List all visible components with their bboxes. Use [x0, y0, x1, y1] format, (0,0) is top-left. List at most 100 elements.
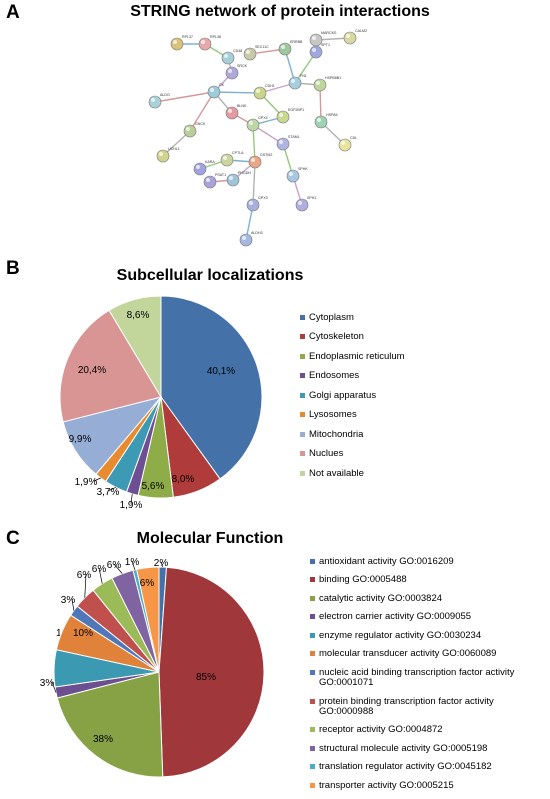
pie-slice[interactable]	[59, 309, 162, 423]
network-node-highlight	[201, 40, 205, 44]
legend-swatch	[310, 614, 315, 620]
pie-slice[interactable]	[108, 295, 162, 399]
panel-letter-c: C	[6, 528, 20, 549]
network-edge	[189, 91, 215, 132]
pie-value-label: 3%	[40, 678, 55, 689]
pie-value-label: 8,6%	[127, 310, 150, 321]
pie-slice[interactable]	[158, 566, 265, 778]
legend-label: enzyme regulator activity GO:0030234	[319, 629, 482, 641]
legend-label: Mitochondria	[309, 428, 364, 440]
network-node-label: ERRBB	[290, 40, 303, 44]
legend-swatch	[300, 451, 305, 457]
network-node-label: RPL37	[182, 35, 193, 39]
legend-swatch	[310, 595, 315, 601]
network-node-label: UCHL1	[168, 147, 180, 151]
pie-c-title: Molecular Function	[136, 530, 284, 547]
network-node-highlight	[228, 69, 232, 73]
legend-item: Lysosomes	[300, 409, 540, 421]
legend-item: translation regulator activity GO:004518…	[310, 762, 546, 772]
network-node-label: EGF2BP1	[288, 108, 304, 112]
legend-item: electron carrier activity GO:0009055	[310, 612, 546, 622]
network-node-label: SEC11C	[255, 45, 269, 49]
legend-label: protein binding transcription factor act…	[319, 695, 494, 717]
legend-item: Not available	[300, 468, 540, 479]
network-node-highlight	[186, 127, 190, 131]
network-node-highlight	[229, 176, 233, 180]
legend-label: structural molecule activity GO:0005198	[319, 742, 488, 754]
network-node-highlight	[249, 201, 253, 205]
legend-item: binding GO:0005488	[310, 575, 546, 585]
pie-value-label: 3,7%	[97, 487, 120, 498]
legend-item: Golgi apparatus	[300, 390, 540, 401]
network-node-label: HSPA5	[326, 113, 338, 117]
legend-label: Lysosomes	[309, 409, 357, 421]
network-node-highlight	[249, 121, 253, 125]
network-node-label: SRCK	[237, 64, 248, 68]
network-node-label: GNCK	[195, 122, 206, 126]
network-node-highlight	[173, 40, 177, 44]
network-node-highlight	[317, 118, 321, 122]
pie-chart-molecular-function: 2%85%38%3%10%10%3%6%6%6%1%6%	[40, 557, 265, 778]
legend-swatch	[300, 334, 305, 340]
network-node-highlight	[246, 50, 250, 54]
pie-label-callout	[160, 561, 164, 568]
legend-item: Endoplasmic reticulum	[300, 350, 540, 362]
legend-item: Mitochondria	[300, 428, 540, 440]
network-node-label: KARA	[205, 160, 215, 164]
network-node-label: SPHK	[298, 167, 308, 171]
network-node-highlight	[312, 36, 316, 40]
pie-label-callout	[51, 681, 57, 693]
network-edge	[252, 161, 256, 206]
legend-swatch	[300, 353, 305, 359]
pie-value-label: 10%	[73, 628, 93, 639]
network-node-label: CALM2	[355, 29, 367, 33]
network-node-label: CD48	[233, 49, 242, 53]
legend-swatch	[310, 727, 315, 733]
pie-value-label: 3%	[61, 595, 76, 606]
network-edge	[154, 91, 215, 103]
pie-value-label: 6%	[107, 560, 122, 571]
pie-value-label: 5,6%	[142, 481, 165, 492]
network-node-label: GSTM2	[260, 153, 272, 157]
pie-slice[interactable]	[160, 295, 263, 480]
network-edge	[213, 91, 261, 94]
legend-label: Endosomes	[309, 370, 360, 382]
network-node-highlight	[289, 172, 293, 176]
legend-label: transporter activity GO:0005215	[319, 779, 454, 791]
network-node-label: CK	[219, 83, 225, 87]
legend-label: molecular transducer activity GO:0060089	[319, 648, 497, 660]
network-node-highlight	[206, 178, 210, 182]
network-node-highlight	[228, 109, 232, 113]
network-node-label: GPX3	[258, 196, 268, 200]
pie-slice[interactable]	[56, 671, 164, 778]
legend-item: nucleic acid binding transcription facto…	[310, 667, 546, 689]
pie-value-label: 1,9%	[120, 500, 143, 511]
legend-swatch	[300, 431, 305, 437]
pie-value-label: 20,4%	[78, 365, 106, 376]
pie-slice[interactable]	[136, 566, 160, 673]
legend-swatch	[310, 651, 315, 657]
pie-label-callout	[131, 560, 136, 570]
legend-label: electron carrier activity GO:0009055	[319, 611, 472, 623]
network-node-label: GPX4	[258, 116, 268, 120]
pie-value-label: 6%	[77, 570, 92, 581]
legend-item: molecular transducer activity GO:0060089	[310, 648, 546, 660]
network-node-label: ALDH3	[251, 231, 263, 235]
legend-item: transporter activity GO:0005215	[310, 779, 546, 791]
legend-label: catalytic activity GO:0003824	[319, 592, 443, 604]
legend-swatch	[300, 392, 305, 398]
legend-swatch	[310, 698, 315, 704]
legend-swatch	[310, 632, 315, 638]
network-node-highlight	[346, 34, 350, 38]
legend-label: Endoplasmic reticulum	[309, 350, 405, 362]
legend-item: enzyme regulator activity GO:0030234	[310, 629, 546, 641]
legend-item: structural molecule activity GO:0005198	[310, 742, 546, 754]
legend-label: Cytoskeleton	[309, 331, 364, 343]
network-node-highlight	[256, 89, 260, 93]
pie-label-callout	[98, 567, 103, 584]
network-node-highlight	[316, 81, 320, 85]
legend-item: Nuclues	[300, 448, 540, 459]
network-node-highlight	[210, 88, 214, 92]
